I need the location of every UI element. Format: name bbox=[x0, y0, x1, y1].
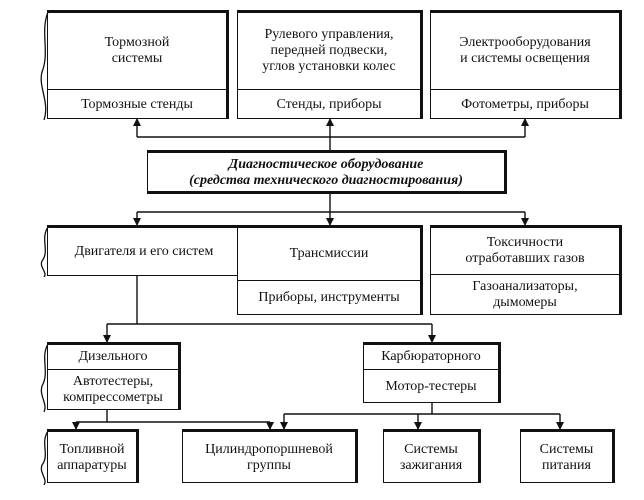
ignition-system-title: Системы зажигания bbox=[399, 441, 463, 473]
supply-system-box: Системы питания bbox=[520, 429, 615, 483]
diagnostic-equipment-box: Диагностическое оборудование (средства т… bbox=[147, 150, 507, 194]
fuel-equipment-box: Топливной аппаратуры bbox=[47, 429, 139, 483]
diesel-engine-title: Дизельного bbox=[78, 349, 148, 365]
diagnostic-equipment-line1: Диагностическое оборудование bbox=[228, 157, 424, 173]
exhaust-toxicity-box: Токсичности отработавших газов Газоанали… bbox=[430, 225, 622, 315]
carburetor-engine-box: Карбюраторного Мотор-тестеры bbox=[363, 342, 501, 403]
steering-suspension-tools: Стенды, приборы bbox=[276, 97, 382, 113]
diesel-engine-box: Дизельного Автотестеры, компрессометры bbox=[47, 342, 181, 410]
diesel-engine-divider bbox=[48, 369, 178, 370]
engine-systems-box: Двигателя и его систем bbox=[47, 225, 243, 276]
electrical-lighting-divider bbox=[431, 89, 619, 90]
diesel-engine-tools: Автотестеры, компрессометры bbox=[63, 374, 163, 405]
brake-system-title: Тормозной системы bbox=[104, 35, 170, 66]
diesel-box-page-curl bbox=[40, 344, 49, 412]
carburetor-engine-title: Карбюраторного bbox=[381, 349, 481, 365]
carburetor-engine-tools: Мотор-тестеры bbox=[385, 378, 477, 394]
steering-suspension-title: Рулевого управления, передней подвески, … bbox=[262, 27, 396, 74]
transmission-tools: Приборы, инструменты bbox=[258, 290, 400, 306]
supply-system-title: Системы питания bbox=[539, 441, 594, 473]
fuel-box-page-curl bbox=[40, 431, 49, 485]
exhaust-toxicity-tools: Газоанализаторы, дымомеры bbox=[472, 279, 578, 310]
exhaust-toxicity-title: Токсичности отработавших газов bbox=[465, 235, 585, 266]
brake-system-divider bbox=[48, 89, 226, 90]
electrical-lighting-title: Электрооборудования и системы освещения bbox=[459, 35, 591, 66]
electrical-lighting-tools: Фотометры, приборы bbox=[461, 97, 589, 113]
steering-suspension-divider bbox=[238, 89, 420, 90]
carburetor-engine-divider bbox=[364, 369, 498, 370]
exhaust-toxicity-divider bbox=[431, 274, 619, 275]
cylinder-piston-box: Цилиндропоршневой группы bbox=[182, 429, 358, 483]
fuel-equipment-title: Топливной аппаратуры bbox=[57, 441, 127, 473]
transmission-title: Трансмиссии bbox=[289, 246, 369, 262]
transmission-divider bbox=[238, 280, 420, 281]
ignition-system-box: Системы зажигания bbox=[383, 429, 481, 483]
steering-suspension-box: Рулевого управления, передней подвески, … bbox=[237, 10, 423, 119]
cylinder-piston-title: Цилиндропоршневой группы bbox=[205, 441, 333, 473]
diagnostic-equipment-line2: (средства технического диагностирования) bbox=[189, 173, 463, 188]
brake-system-tools: Тормозные стенды bbox=[81, 97, 193, 113]
transmission-box: Трансмиссии Приборы, инструменты bbox=[237, 225, 423, 315]
engine-box-page-curl bbox=[40, 227, 49, 277]
brake-system-box: Тормозной системы Тормозные стенды bbox=[47, 10, 229, 119]
engine-systems-title: Двигателя и его систем bbox=[74, 244, 214, 260]
electrical-lighting-box: Электрооборудования и системы освещения … bbox=[430, 10, 622, 119]
diagnostic-equipment-title: Диагностическое оборудование (средства т… bbox=[148, 153, 504, 193]
brake-box-page-curl bbox=[40, 12, 49, 120]
